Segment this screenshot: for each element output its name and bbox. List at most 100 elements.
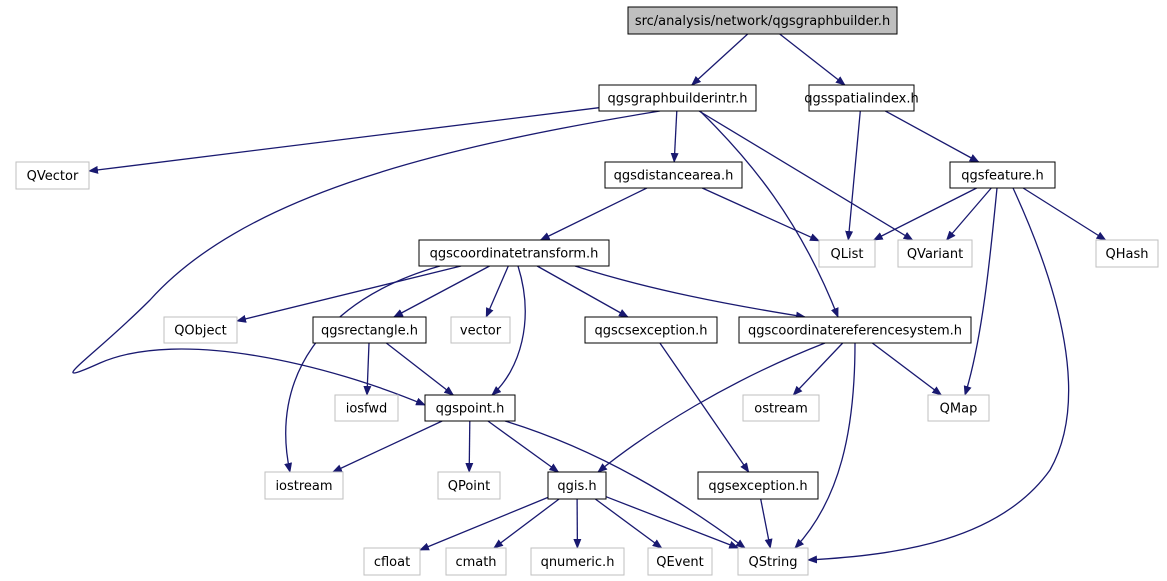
edge-qgis-qevent (594, 498, 663, 549)
node-label-rect: qgsrectangle.h (321, 324, 418, 339)
node-box-qvariant (897, 239, 973, 268)
edge-feature-qstring (807, 187, 1070, 564)
edge-intr-point (72, 110, 661, 406)
node-label-qgis: qgis.h (557, 479, 596, 494)
edge-transform-crs (574, 265, 806, 320)
node-box-intr (598, 84, 757, 112)
node-feature[interactable]: qgsfeature.h (949, 161, 1056, 189)
node-box-qobject (163, 316, 238, 344)
edge-crs-ostream (792, 342, 844, 396)
edge-root-intr (691, 33, 749, 86)
node-box-qlist (818, 239, 876, 268)
node-distance[interactable]: qgsdistancearea.h (604, 161, 743, 189)
node-label-ostream: ostream (754, 402, 808, 417)
node-box-spatial (808, 84, 915, 112)
edge-point-qpoint (465, 420, 474, 473)
node-box-csexc (584, 316, 718, 344)
edge-rect-iosfwd (363, 342, 372, 396)
edge-distance-qlist (701, 187, 820, 242)
node-box-rect (312, 316, 427, 344)
nodes-layer: src/analysis/network/qgsgraphbuilder.h qg… (15, 6, 1159, 576)
edge-point-iostream (331, 420, 443, 473)
node-box-qstring (737, 547, 809, 576)
node-label-qevent: QEvent (656, 555, 703, 570)
node-intr[interactable]: qgsgraphbuilderintr.h (598, 84, 757, 112)
node-box-feature (949, 161, 1056, 189)
node-label-iostream: iostream (275, 479, 332, 494)
node-label-crs: qgscoordinatereferencesystem.h (748, 324, 962, 339)
edge-transform-qobject (236, 265, 462, 323)
edge-qgis-cfloat (419, 496, 549, 551)
node-label-cfloat: cfloat (374, 555, 410, 570)
edge-rect-point (385, 342, 455, 396)
edge-crs-qgis (597, 342, 826, 473)
node-label-qstring: QString (748, 555, 797, 570)
edge-qgis-qstring (605, 496, 740, 549)
node-box-qevent (647, 547, 713, 576)
edge-intr-qvector (88, 107, 600, 174)
node-crs[interactable]: qgscoordinatereferencesystem.h (738, 316, 972, 344)
edge-point-qstring (504, 420, 746, 549)
node-box-iostream (264, 471, 344, 500)
node-box-point (424, 394, 516, 422)
node-qhash: QHash (1095, 239, 1159, 268)
node-spatial[interactable]: qgsspatialindex.h (804, 84, 919, 112)
node-box-qvector (15, 161, 90, 190)
node-box-transform (418, 239, 610, 267)
node-label-root: src/analysis/network/qgsgraphbuilder.h (635, 14, 890, 29)
node-label-exc: qgsexception.h (708, 479, 807, 494)
node-box-qhash (1095, 239, 1159, 268)
node-box-qgis (547, 471, 607, 500)
node-iosfwd: iosfwd (334, 394, 399, 422)
node-label-distance: qgsdistancearea.h (614, 169, 734, 184)
node-qmap: QMap (927, 394, 990, 422)
node-box-cmath (445, 547, 507, 576)
node-point[interactable]: qgspoint.h (424, 394, 516, 422)
node-box-root (627, 6, 898, 35)
node-vector: vector (450, 316, 511, 344)
node-label-qhash: QHash (1106, 247, 1149, 262)
edge-qgis-cmath (493, 498, 560, 549)
node-qnumeric: qnumeric.h (530, 547, 625, 576)
edges-layer (72, 33, 1107, 564)
node-qobject: QObject (163, 316, 238, 344)
node-qgis[interactable]: qgis.h (547, 471, 607, 500)
node-label-qnumeric: qnumeric.h (541, 555, 615, 570)
node-rect[interactable]: qgsrectangle.h (312, 316, 427, 344)
node-csexc[interactable]: qgscsexception.h (584, 316, 718, 344)
edge-feature-qhash (1022, 187, 1107, 241)
edge-spatial-feature (884, 110, 980, 163)
edge-csexc-exc (659, 342, 750, 473)
node-transform[interactable]: qgscoordinatetransform.h (418, 239, 610, 267)
node-box-crs (738, 316, 972, 344)
edge-transform-vector (485, 265, 509, 318)
edge-intr-distance (670, 110, 679, 163)
node-exc[interactable]: qgsexception.h (697, 471, 819, 500)
node-box-qpoint (437, 471, 501, 500)
edge-crs-qstring (794, 342, 856, 549)
edge-root-spatial (779, 33, 846, 86)
edge-transform-csexc (536, 265, 629, 318)
node-box-iosfwd (334, 394, 399, 422)
node-label-qvariant: QVariant (907, 247, 963, 262)
edge-distance-transform (539, 187, 648, 241)
node-label-qpoint: QPoint (448, 479, 491, 494)
edge-transform-iostream (284, 265, 441, 473)
edge-transform-point (491, 265, 526, 396)
edge-feature-qlist (872, 187, 977, 241)
node-box-distance (604, 161, 743, 189)
node-label-iosfwd: iosfwd (346, 402, 388, 417)
node-root[interactable]: src/analysis/network/qgsgraphbuilder.h (627, 6, 898, 35)
edge-transform-rect (393, 265, 490, 318)
node-qevent: QEvent (647, 547, 713, 576)
node-qpoint: QPoint (437, 471, 501, 500)
node-label-vector: vector (460, 324, 502, 339)
edge-crs-qmap (871, 342, 943, 396)
node-box-vector (450, 316, 511, 344)
node-qvariant: QVariant (897, 239, 973, 268)
node-box-qmap (927, 394, 990, 422)
node-iostream: iostream (264, 471, 344, 500)
edge-feature-qmap (963, 187, 998, 396)
node-box-qnumeric (530, 547, 625, 576)
